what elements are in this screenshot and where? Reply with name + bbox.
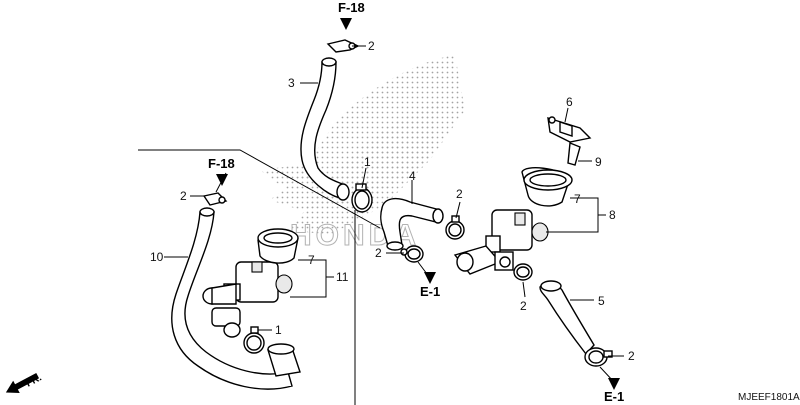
rubber-mount-part-7-left	[257, 228, 299, 264]
ref-arrow-f18-left	[216, 174, 228, 186]
clamp-part-1-lower	[243, 326, 265, 354]
ref-arrow-e1-center	[424, 272, 436, 284]
ref-arrow-e1-bottom	[608, 378, 620, 390]
clip-part-2-top	[326, 39, 360, 53]
callout-2-right: 2	[520, 299, 527, 313]
callout-1-lower: 1	[275, 323, 282, 337]
callout-5: 5	[598, 294, 605, 308]
diagram-code: MJEEF1801A	[738, 392, 800, 403]
clamp-part-2-bottom-right	[584, 347, 613, 367]
callout-7-right: 7	[574, 192, 581, 206]
ref-arrow-f18-top	[340, 18, 352, 30]
callout-11: 11	[336, 270, 349, 284]
bolt-part-9	[567, 142, 581, 166]
callout-6: 6	[566, 95, 573, 109]
callout-2-left: 2	[180, 189, 187, 203]
hose-part-10	[171, 207, 293, 390]
callout-3: 3	[288, 76, 295, 90]
hose-part-4	[379, 197, 444, 251]
callout-9: 9	[595, 155, 602, 169]
callout-2-top: 2	[368, 39, 375, 53]
callout-8: 8	[609, 208, 616, 222]
ref-label-f18-top: F-18	[338, 0, 365, 15]
callout-2-bottom: 2	[628, 349, 635, 363]
front-direction-arrow	[5, 372, 40, 394]
clamp-part-2-mid	[445, 215, 465, 240]
clamp-part-2-right	[513, 263, 533, 281]
pipe-end-left	[267, 343, 301, 377]
clip-part-2-left	[202, 192, 228, 206]
hose-part-3	[300, 57, 350, 201]
callout-1-upper: 1	[364, 155, 371, 169]
direction-label: FR.	[24, 372, 44, 389]
air-valve-assembly-right	[453, 209, 549, 275]
rubber-mount-part-7-right	[521, 167, 573, 207]
section-divider-top	[138, 149, 381, 229]
ref-label-e1-center: E-1	[420, 284, 440, 299]
callout-10: 10	[150, 250, 164, 264]
clamp-part-1-upper	[351, 183, 373, 213]
bracket-part-6	[547, 116, 592, 143]
callout-2-center: 2	[375, 246, 382, 260]
callout-7-left: 7	[308, 253, 315, 267]
air-valve-assembly-left	[202, 261, 293, 338]
ref-label-e1-bottom: E-1	[604, 389, 624, 404]
clamp-part-2-lower-center	[400, 245, 424, 263]
callout-4: 4	[409, 169, 416, 183]
callout-2-mid: 2	[456, 187, 463, 201]
ref-label-f18-left: F-18	[208, 156, 235, 171]
